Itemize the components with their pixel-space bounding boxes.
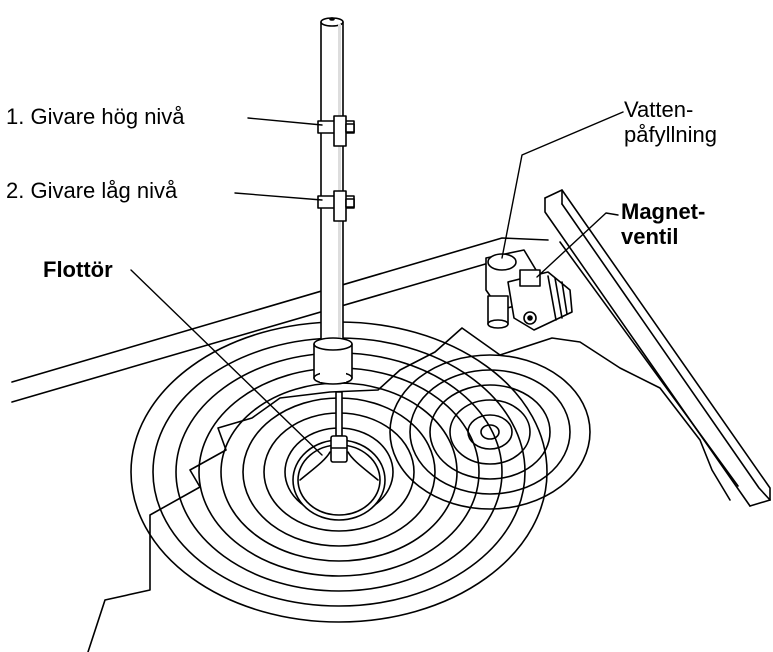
- sensor-clamp-high: [317, 115, 355, 147]
- label-solenoid-line1: Magnet-: [621, 199, 706, 224]
- leader-lines: [130, 111, 624, 456]
- sensor-tube: [320, 17, 344, 353]
- label-water-fill-line1: Vatten-: [624, 97, 694, 122]
- float-rod: [330, 391, 348, 463]
- label-float: Flottör: [43, 257, 113, 282]
- label-solenoid-valve: Magnet- ventil: [621, 199, 705, 249]
- label-sensor-low: 2. Givare låg nivå: [6, 178, 178, 203]
- water-surface-outline: [87, 327, 731, 652]
- tank-right-wall: [544, 189, 771, 507]
- label-solenoid-line2: ventil: [621, 224, 679, 249]
- solenoid-valve: [485, 249, 573, 331]
- label-water-fill-line2: påfyllning: [624, 122, 717, 147]
- label-water-fill: Vatten- påfyllning: [624, 97, 717, 147]
- sensor-clamp-low: [317, 190, 355, 222]
- float-body: [292, 439, 386, 521]
- label-sensor-high: 1. Givare hög nivå: [6, 104, 185, 129]
- ripples-small: [389, 354, 591, 510]
- tube-bottom-cylinder: [313, 337, 353, 385]
